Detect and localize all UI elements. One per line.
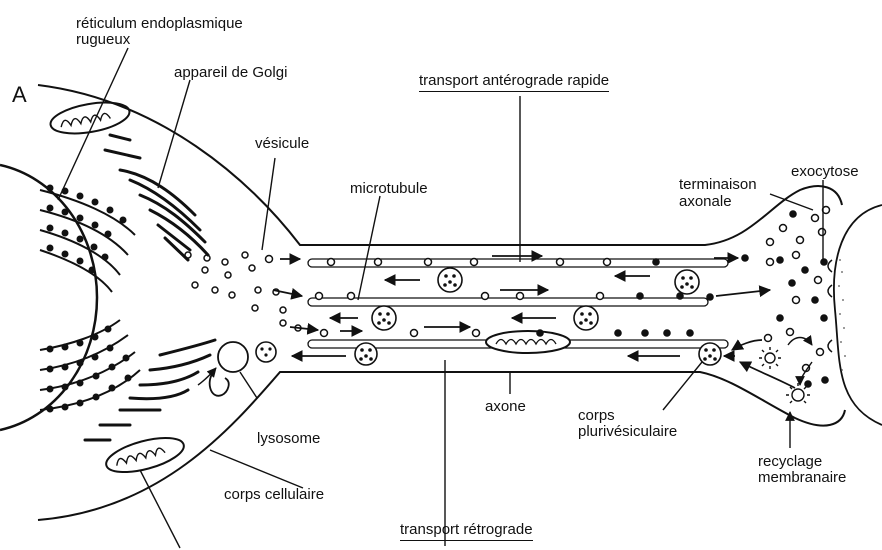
label-vesicule: vésicule [255, 135, 309, 152]
lysosome-arrow [198, 368, 216, 385]
exocytosis-pits [828, 260, 832, 352]
label-fast-anterograde-transport: transport antérograde rapide [419, 72, 609, 92]
label-rer-line2: rugueux [76, 31, 130, 48]
label-axon-terminal-line2: axonale [679, 193, 732, 210]
mitochondrion-axon [486, 331, 570, 353]
label-retrograde-transport: transport rétrograde [400, 521, 533, 541]
cell-body-outline-bottom [38, 372, 845, 520]
label-axon-terminal-line1: terminaison [679, 176, 757, 193]
label-rer-line1: réticulum endoplasmique [76, 15, 243, 32]
golgi-lower [85, 340, 215, 440]
label-axone: axone [485, 398, 526, 415]
label-cell-body: corps cellulaire [224, 486, 324, 503]
recycling-arrows [788, 338, 812, 386]
mitochondrion-upper [48, 97, 132, 138]
label-mvb-line1: corps [578, 407, 615, 424]
cell-body-outline-top [38, 85, 842, 245]
terminal-open-vesicles [765, 207, 830, 372]
postsynaptic-membrane [834, 205, 882, 425]
label-lysosome: lysosome [257, 430, 320, 447]
rer-lower [40, 320, 140, 410]
label-recycling-line2: membranaire [758, 469, 846, 486]
multivesicular-bodies [256, 268, 721, 365]
panel-letter: A [12, 86, 27, 103]
golgi-upper [105, 135, 208, 260]
label-exocytose: exocytose [791, 163, 859, 180]
label-golgi: appareil de Golgi [174, 64, 287, 81]
label-recycling-line1: recyclage [758, 453, 822, 470]
label-microtubule: microtubule [350, 180, 428, 197]
label-mvb-line2: plurivésiculaire [578, 423, 677, 440]
